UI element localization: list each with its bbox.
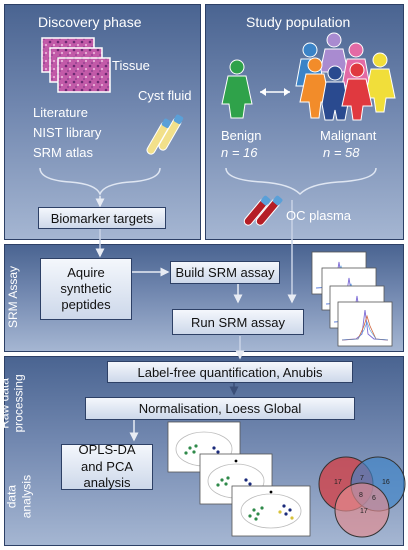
- venn-value-bottom: 17: [360, 508, 368, 515]
- raw-data-side-label: Raw data processing: [0, 374, 26, 433]
- normalisation-box: Normalisation, Loess Global: [85, 397, 355, 420]
- label-free-quant-box: Label-free quantification, Anubis: [107, 361, 353, 383]
- build-srm-box: Build SRM assay: [170, 261, 280, 284]
- synthetic-peptides-box: Aquire synthetic peptides: [40, 258, 132, 320]
- population-title: Study population: [246, 14, 351, 30]
- malignant-group-icon: [295, 32, 396, 121]
- srm-side-label: SRM Assay: [6, 266, 20, 329]
- pca-plot-stack: [167, 421, 311, 537]
- source-nist-library: NIST library: [33, 125, 102, 140]
- opls-pca-box: OPLS-DA and PCA analysis: [61, 442, 153, 490]
- cyst-fluid-tubes-icon: [146, 114, 184, 155]
- venn-value-right-overlap: 6: [372, 495, 376, 502]
- run-srm-box: Run SRM assay: [172, 309, 304, 335]
- source-cyst-fluid: Cyst fluid: [138, 88, 192, 103]
- source-literature: Literature: [33, 105, 88, 120]
- comparison-arrow-icon: [260, 88, 290, 96]
- discovery-title: Discovery phase: [38, 14, 142, 30]
- plasma-tubes-icon: [243, 195, 283, 226]
- malignant-label: Malignant: [320, 128, 377, 143]
- venn-diagram: [318, 456, 406, 538]
- population-brace: [225, 167, 377, 196]
- srm-spectra-stack: [311, 251, 393, 347]
- source-srm-atlas: SRM atlas: [33, 145, 93, 160]
- venn-value-right: 16: [382, 479, 390, 486]
- oc-plasma-label: OC plasma: [286, 208, 352, 223]
- venn-value-center: 8: [359, 492, 363, 499]
- discovery-brace: [39, 167, 161, 197]
- population-panel: [205, 4, 404, 240]
- benign-label: Benign: [221, 128, 262, 143]
- source-tissue: Tissue: [112, 58, 150, 73]
- biomarker-targets-box: Biomarker targets: [38, 207, 166, 229]
- malignant-count: n = 58: [323, 145, 360, 160]
- venn-value-left: 17: [334, 479, 342, 486]
- benign-count: n = 16: [221, 145, 258, 160]
- venn-value-top-overlap: 7: [360, 475, 364, 482]
- multivariate-side-label: Multivariate data analysis: [0, 465, 34, 528]
- tissue-slides-icon: [41, 37, 111, 93]
- benign-person-icon: [221, 59, 253, 119]
